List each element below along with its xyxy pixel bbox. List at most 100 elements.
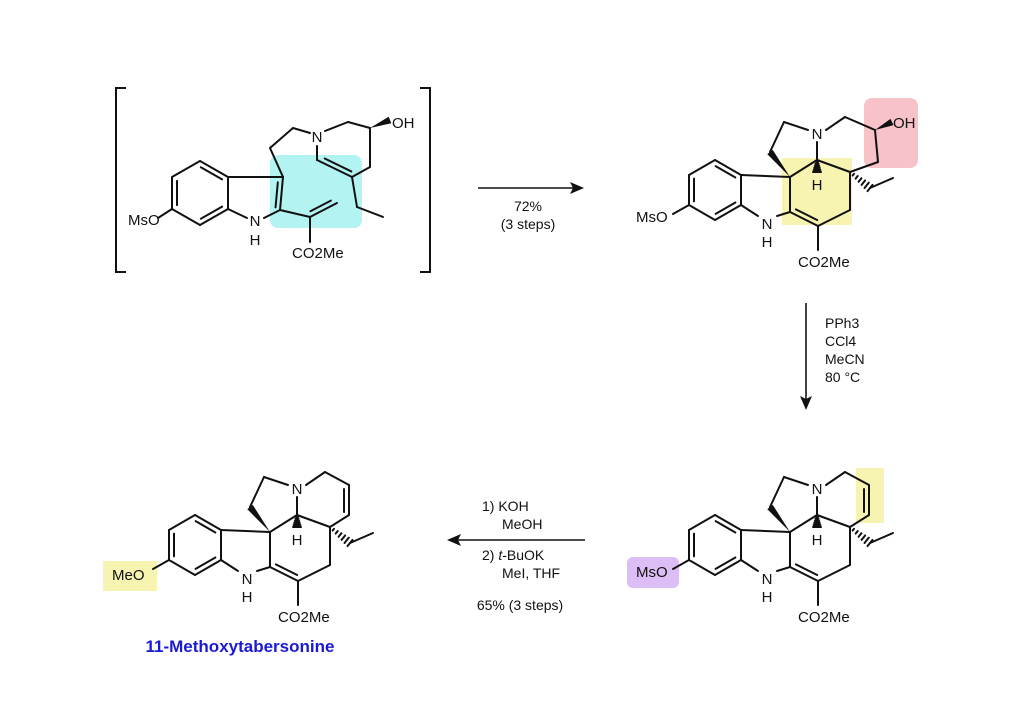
bond xyxy=(789,211,819,227)
h-label: H xyxy=(812,532,823,549)
bond xyxy=(171,160,201,178)
highlight-purple-p2 xyxy=(627,557,679,588)
wedge-bond xyxy=(767,149,790,177)
bond xyxy=(324,471,350,486)
bond xyxy=(783,121,809,131)
alkene-product-molecule: MsO N H N H CO2Me xyxy=(636,481,850,626)
meo-label: MeO xyxy=(112,567,145,584)
highlight-cyan xyxy=(270,155,362,228)
bond xyxy=(769,121,785,153)
double-bond-inner xyxy=(309,199,332,213)
bond xyxy=(305,471,326,486)
hash-bond xyxy=(331,527,336,532)
bond xyxy=(194,559,222,576)
hash-bond xyxy=(857,532,863,538)
bond xyxy=(672,204,690,215)
mso-label: MsO xyxy=(128,212,160,229)
ester-label: CO2Me xyxy=(292,245,344,262)
nh-n-label: N xyxy=(762,571,773,588)
bond xyxy=(263,209,281,219)
compound-name: 11-Methoxytabersonine xyxy=(146,637,335,656)
bond xyxy=(740,174,791,178)
bond xyxy=(256,566,271,572)
bond xyxy=(157,208,173,219)
hash-bond xyxy=(860,534,867,541)
h-label: H xyxy=(292,532,303,549)
bond xyxy=(874,129,879,163)
hash-bond xyxy=(343,536,350,545)
n-label: N xyxy=(812,481,823,498)
intermediate-molecule: MsO N H N OH CO2Me xyxy=(128,115,415,262)
bond xyxy=(769,476,785,508)
bond xyxy=(816,514,851,528)
bond xyxy=(269,147,284,178)
wedge-bond xyxy=(370,116,392,128)
bond xyxy=(688,514,716,531)
bond xyxy=(825,471,846,486)
step1-steps: (3 steps) xyxy=(501,216,555,232)
bond xyxy=(688,159,716,176)
arrow-step1: 72% (3 steps) xyxy=(478,182,584,232)
bond xyxy=(279,176,284,211)
bond xyxy=(220,559,239,572)
reagent-temp: 80 °C xyxy=(825,369,860,385)
double-bond-inner xyxy=(274,181,279,209)
arrow-step2: PPh3 CCl4 MeCN 80 °C xyxy=(800,303,865,410)
double-bond-inner xyxy=(794,563,819,577)
bond xyxy=(789,514,818,533)
bond xyxy=(817,564,851,582)
bond xyxy=(269,514,298,533)
bond xyxy=(168,514,196,531)
bond xyxy=(168,559,196,576)
bond xyxy=(171,208,201,226)
double-bond-inner xyxy=(794,208,819,222)
hash-bond xyxy=(863,181,870,190)
bond xyxy=(263,476,289,486)
bond xyxy=(714,159,742,176)
bond xyxy=(356,206,384,218)
double-bond-inner xyxy=(323,157,353,173)
bond xyxy=(199,208,229,226)
bonds xyxy=(152,116,894,606)
hash-bond xyxy=(854,175,859,180)
double-bond-inner xyxy=(199,205,224,220)
bracket-right xyxy=(420,87,431,273)
bond xyxy=(776,566,791,572)
bond xyxy=(296,514,331,528)
ester-label: CO2Me xyxy=(798,609,850,626)
double-bond-inner xyxy=(714,165,737,179)
double-bond-inner xyxy=(194,520,217,534)
bond xyxy=(688,559,716,576)
bond xyxy=(279,209,311,218)
bond xyxy=(329,514,350,528)
bond xyxy=(688,204,716,221)
bond xyxy=(783,476,809,486)
highlight-pink-p1 xyxy=(864,98,918,168)
wedge-bond xyxy=(875,118,894,130)
hash-bond xyxy=(854,530,859,535)
hydroxy-product-molecule: MsO N H N H OH CO2Me xyxy=(636,115,916,271)
hash-bond xyxy=(863,536,870,545)
n-label: N xyxy=(312,129,323,146)
hash-bond xyxy=(860,179,867,186)
bond xyxy=(849,514,870,528)
bond xyxy=(844,471,870,486)
bond xyxy=(269,127,294,149)
nh-h-label: H xyxy=(242,589,253,606)
nh-n-label: N xyxy=(762,216,773,233)
bond xyxy=(194,514,222,531)
bond xyxy=(324,121,349,132)
step1-yield: 72% xyxy=(514,198,542,214)
bond xyxy=(869,177,894,189)
step3-line4: MeI, THF xyxy=(502,565,560,581)
n-label: N xyxy=(812,126,823,143)
bond xyxy=(199,160,229,178)
double-bond-inner xyxy=(199,166,224,181)
hash-bond xyxy=(337,532,343,538)
wedge-bond xyxy=(247,504,270,532)
bond xyxy=(849,161,879,173)
reagent-pph3: PPh3 xyxy=(825,315,859,331)
nh-h-label: H xyxy=(762,234,773,251)
bond xyxy=(347,121,371,129)
highlight-yellow-final xyxy=(103,561,157,591)
